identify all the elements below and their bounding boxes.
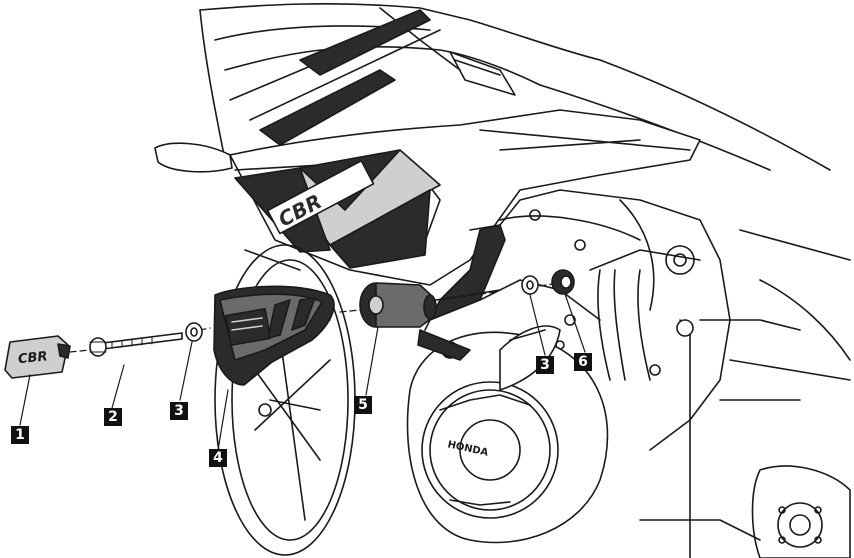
washer — [185, 322, 203, 342]
bolt — [89, 332, 183, 357]
leader-lines — [19, 293, 586, 451]
slider-body — [359, 282, 501, 328]
rear-covers — [639, 465, 851, 558]
slider-cover — [213, 285, 335, 386]
callout-2: 2 — [104, 408, 122, 426]
callout-3-bracket: 3 — [536, 356, 554, 374]
callout-4: 4 — [209, 449, 227, 467]
bushing — [551, 269, 575, 295]
clutch-cover: HONDA — [406, 331, 609, 544]
emblem-text: CBR — [17, 349, 48, 367]
emblem-cap: CBR — [4, 335, 71, 379]
washer-bracket — [521, 275, 539, 295]
callout-3: 3 — [170, 402, 188, 420]
callout-5: 5 — [354, 396, 372, 414]
engine-frame — [469, 189, 851, 558]
callout-1: 1 — [11, 426, 29, 444]
callout-6: 6 — [574, 353, 592, 371]
